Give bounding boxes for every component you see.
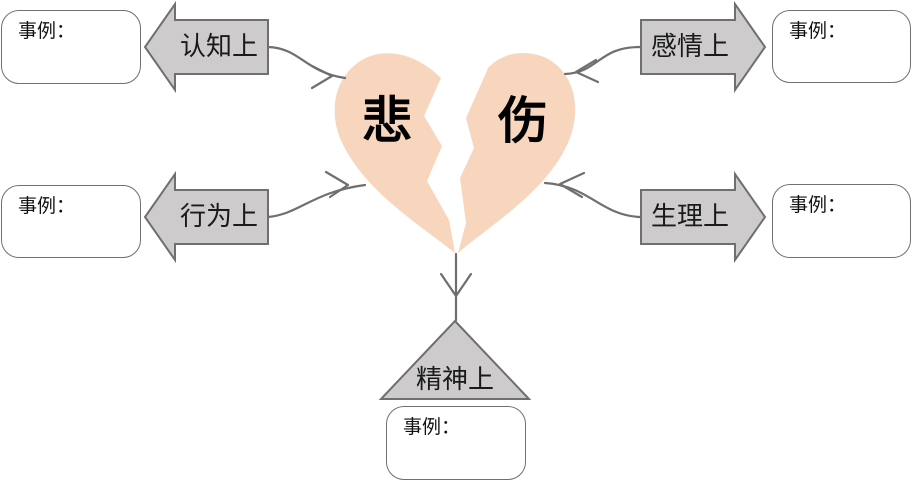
arrow-cognitive-shape [143,0,269,94]
example-label-behavioral: 事例： [18,195,76,217]
connector-emotional [563,45,642,76]
heart-right-char: 伤 [498,92,548,150]
label-behavioral: 行为上 [179,202,258,232]
arrow-physical-shape [640,170,767,264]
label-spiritual: 精神上 [415,365,494,395]
heart-left-half [334,53,455,254]
heart-right-half [458,52,576,253]
example-label-cognitive: 事例： [18,20,76,42]
triangle-spiritual-shape [378,319,532,400]
connector-physical-fork [558,171,586,199]
heart-left-char: 悲 [362,92,412,150]
example-box-cognitive[interactable]: 事例： [1,10,141,84]
connector-cognitive [266,45,347,80]
example-label-spiritual: 事例： [403,416,461,438]
connector-emotional-fork [574,58,600,84]
label-cognitive: 认知上 [179,32,258,62]
connector-physical [543,181,642,219]
label-emotional: 感情上 [650,32,729,62]
example-label-physical: 事例： [789,194,847,216]
example-box-emotional[interactable]: 事例： [772,10,911,83]
example-box-physical[interactable]: 事例： [772,184,911,258]
example-label-emotional: 事例： [789,20,847,42]
arrow-emotional-shape [640,0,767,94]
example-box-behavioral[interactable]: 事例： [1,185,141,258]
connector-cognitive-fork [310,64,334,90]
connectors [266,45,642,322]
connector-spiritual-fork [439,272,473,298]
connector-behavioral-fork [324,170,350,199]
arrow-behavioral-shape [143,170,269,264]
label-physical: 生理上 [650,202,729,232]
connector-behavioral [266,183,367,219]
arrow-shapes [143,0,767,400]
example-box-spiritual[interactable]: 事例： [386,406,526,480]
